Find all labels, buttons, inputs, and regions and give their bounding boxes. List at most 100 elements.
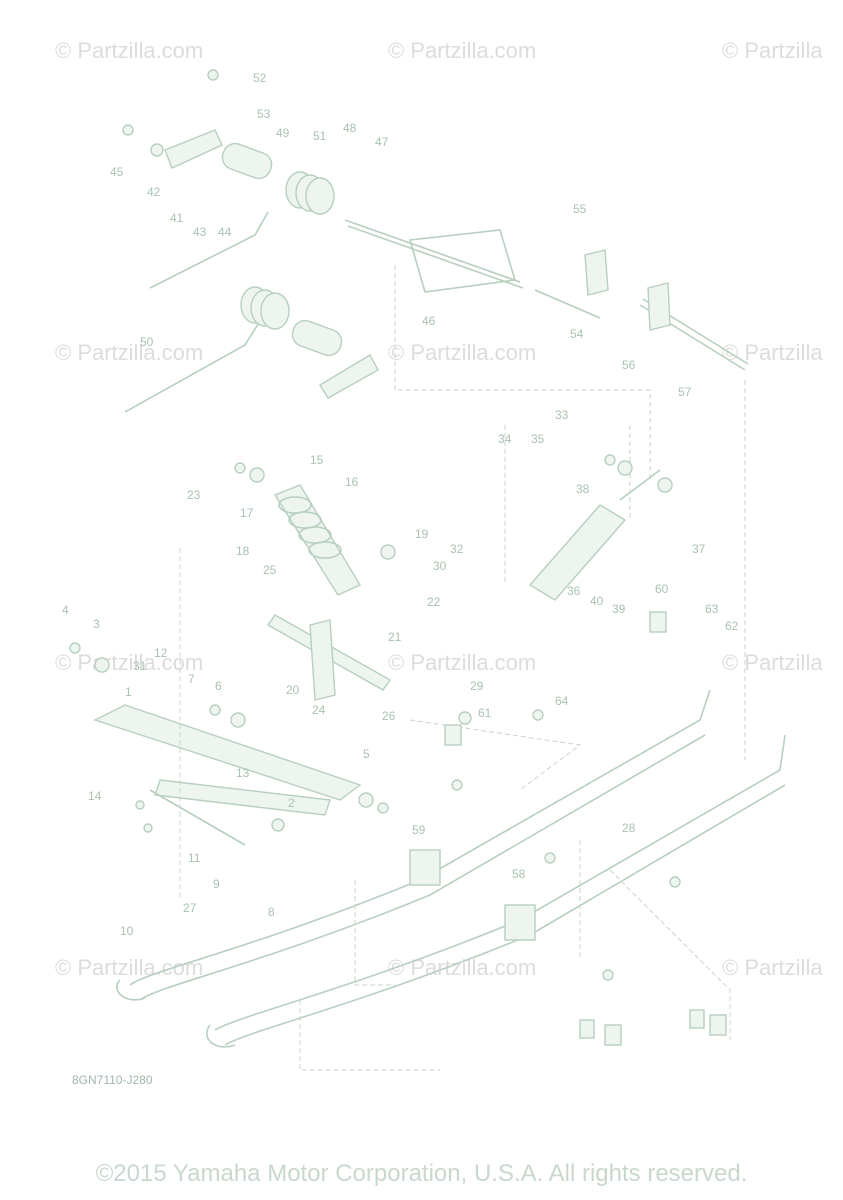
callout-4: 4: [62, 603, 69, 617]
callout-27: 27: [183, 901, 197, 915]
callout-56: 56: [622, 358, 636, 372]
callout-20: 20: [286, 683, 300, 697]
callout-18: 18: [236, 544, 250, 558]
watermark: © Partzilla.com: [388, 340, 537, 365]
watermark: © Partzilla.com: [55, 650, 204, 675]
callout-57: 57: [678, 385, 692, 399]
callout-64: 64: [555, 694, 569, 708]
callout-12: 12: [154, 646, 168, 660]
watermark: © Partzilla.com: [55, 38, 204, 63]
callout-52: 52: [253, 71, 267, 85]
callout-33: 33: [555, 408, 569, 422]
callout-29: 29: [470, 679, 484, 693]
callout-25: 25: [263, 563, 277, 577]
front-arm-1: [93, 704, 362, 801]
callout-54: 54: [570, 327, 584, 341]
callout-17: 17: [240, 506, 254, 520]
callout-7: 7: [188, 672, 195, 686]
link-41-upper: [164, 129, 223, 169]
callout-51: 51: [313, 129, 327, 143]
callout-38: 38: [576, 482, 590, 496]
diagram-code: 8GN7110-J280: [72, 1073, 153, 1087]
bracket-46: [408, 229, 517, 293]
callout-42: 42: [147, 185, 161, 199]
callout-35: 35: [531, 432, 545, 446]
callout-16: 16: [345, 475, 359, 489]
watermark: © Partzilla: [722, 955, 823, 980]
torsion-arm-lower: [124, 317, 263, 413]
collar-49-lower: [291, 319, 343, 357]
callout-24: 24: [312, 703, 326, 717]
callout-8: 8: [268, 905, 275, 919]
callout-55: 55: [573, 202, 587, 216]
callout-50: 50: [140, 335, 154, 349]
callout-46: 46: [422, 314, 436, 328]
callout-47: 47: [375, 135, 389, 149]
callout-2: 2: [288, 796, 295, 810]
callout-63: 63: [705, 602, 719, 616]
callout-6: 6: [215, 679, 222, 693]
copyright-notice: ©2015 Yamaha Motor Corporation, U.S.A. A…: [95, 1160, 748, 1187]
watermark: © Partzilla.com: [55, 955, 204, 980]
callout-44: 44: [218, 225, 232, 239]
callout-21: 21: [388, 630, 402, 644]
callout-32: 32: [450, 542, 464, 556]
callout-14: 14: [88, 789, 102, 803]
callout-45: 45: [110, 165, 124, 179]
callout-58: 58: [512, 867, 526, 881]
callout-23: 23: [187, 488, 201, 502]
shock-spring: [278, 496, 342, 559]
shaft-46: [344, 219, 521, 283]
callout-41: 41: [170, 211, 184, 225]
callout-15: 15: [310, 453, 324, 467]
callout-49: 49: [276, 126, 290, 140]
watermark: © Partzilla: [722, 38, 823, 63]
callout-34: 34: [498, 432, 512, 446]
link-41-lower: [319, 354, 379, 399]
callout-36: 36: [567, 584, 581, 598]
shaft-9: [149, 789, 246, 846]
callout-13: 13: [236, 766, 250, 780]
callout-43: 43: [193, 225, 207, 239]
block-right: [504, 904, 536, 941]
callout-28: 28: [622, 821, 636, 835]
slide-rail-right: [214, 734, 786, 1031]
watermark: © Partzilla.com: [388, 650, 537, 675]
arm-24: [309, 619, 336, 701]
callout-60: 60: [655, 582, 669, 596]
watermark: © Partzilla.com: [388, 955, 537, 980]
pipe-54: [534, 289, 601, 319]
torsion-arm-upper: [149, 211, 269, 289]
spring-lower: [240, 286, 290, 330]
callout-37: 37: [692, 542, 706, 556]
callout-numbers: 1 2 3 4 5 6 7 8 9 10 11 12 13 14 15 16 1…: [62, 71, 739, 938]
callout-26: 26: [382, 709, 396, 723]
callout-30: 30: [433, 559, 447, 573]
watermark: © Partzilla.com: [388, 38, 537, 63]
spring-upper: [285, 171, 335, 215]
block-left: [409, 849, 441, 886]
bracket-56: [647, 282, 671, 331]
shock-absorber-15: [273, 484, 362, 596]
watermark: © Partzilla: [722, 650, 823, 675]
fasteners: [69, 69, 727, 1046]
callout-39: 39: [612, 602, 626, 616]
watermark: © Partzilla: [722, 340, 823, 365]
callout-53: 53: [257, 107, 271, 121]
callout-40: 40: [590, 594, 604, 608]
callout-3: 3: [93, 617, 100, 631]
collar-49-upper: [221, 142, 273, 180]
callout-61: 61: [478, 706, 492, 720]
callout-22: 22: [427, 595, 441, 609]
shock-absorber-33: [528, 504, 627, 601]
callout-9: 9: [213, 877, 220, 891]
bracket-55a: [584, 249, 609, 296]
callout-31: 31: [133, 659, 147, 673]
callout-59: 59: [412, 823, 426, 837]
callout-62: 62: [725, 619, 739, 633]
callout-5: 5: [363, 747, 370, 761]
front-arm-2: [154, 779, 331, 816]
callout-19: 19: [415, 527, 429, 541]
